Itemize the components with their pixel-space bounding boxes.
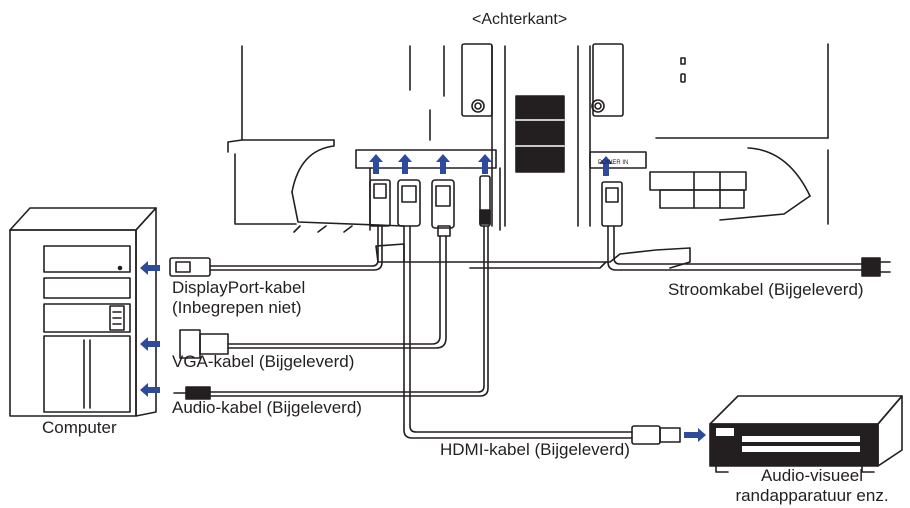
av-device-label: Audio-visueel randapparatuur enz. [712,466,910,506]
av-device [709,395,903,473]
computer-label: Computer [42,418,117,437]
power-cable-label: Stroomkabel (Bijgeleverd) [668,280,864,299]
power-in-port-label: POWER IN [598,160,628,166]
computer-tower [9,207,157,417]
displayport-cable-note: (Inbegrepen niet) [172,298,302,317]
av-device-label-line2: randapparatuur enz. [735,486,889,505]
cables [169,175,891,445]
audio-cable-label: Audio-kabel (Bijgeleverd) [172,398,362,417]
arrows [140,154,706,442]
vga-cable-label: VGA-kabel (Bijgeleverd) [172,352,355,371]
displayport-cable-label: DisplayPort-kabel [172,278,306,297]
diagram-title: <Achterkant> [472,11,568,28]
hdmi-cable-label: HDMI-kabel (Bijgeleverd) [440,440,630,459]
monitor-back [227,43,829,269]
av-device-label-line1: Audio-visueel [760,466,864,485]
